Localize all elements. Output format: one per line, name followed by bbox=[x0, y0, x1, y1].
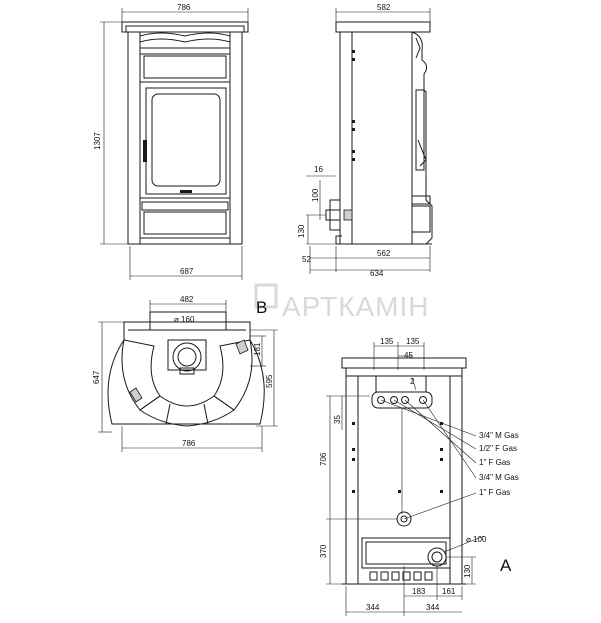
front-dim-bottom-width: 687 bbox=[180, 267, 194, 276]
side-dim-100: 100 bbox=[311, 188, 320, 202]
rear-view-label: A bbox=[500, 556, 512, 575]
side-dim-top-width: 582 bbox=[377, 3, 391, 12]
side-dim-16: 16 bbox=[314, 165, 323, 174]
watermark-text: АРТКАМІН bbox=[282, 291, 430, 322]
top-dim-pipe: ⌀ 160 bbox=[174, 315, 195, 324]
front-dim-height: 1307 bbox=[93, 132, 102, 150]
rear-dim-2: 2 bbox=[410, 377, 415, 386]
rear-dim-344-left: 344 bbox=[366, 603, 380, 612]
top-dim-786: 786 bbox=[182, 439, 196, 448]
rear-dim-135-right: 135 bbox=[406, 337, 420, 346]
rear-connection-5: 1" F Gas bbox=[479, 488, 510, 497]
top-view: B 482 ⌀ 160 181 595 bbox=[92, 295, 278, 452]
rear-dim-45: 45 bbox=[404, 351, 413, 360]
top-dim-647: 647 bbox=[92, 370, 101, 384]
rear-dim-pipe: ⌀ 100 bbox=[466, 535, 487, 544]
rear-view: A 135 135 45 2 bbox=[319, 337, 519, 616]
side-dim-130: 130 bbox=[297, 224, 306, 238]
rear-connection-2: 1/2" F Gas bbox=[479, 444, 517, 453]
top-dim-595: 595 bbox=[265, 374, 274, 388]
rear-connection-3: 1" F Gas bbox=[479, 458, 510, 467]
watermark: АРТКАМІН bbox=[254, 283, 430, 322]
front-view: 786 1307 687 bbox=[93, 3, 249, 280]
front-dim-top-width: 786 bbox=[177, 3, 191, 12]
side-dim-634: 634 bbox=[370, 269, 384, 278]
rear-dim-344-right: 344 bbox=[426, 603, 440, 612]
rear-connection-1: 3/4" M Gas bbox=[479, 431, 519, 440]
rear-dim-161: 161 bbox=[442, 587, 456, 596]
top-dim-181: 181 bbox=[253, 342, 262, 356]
rear-connection-4: 3/4" M Gas bbox=[479, 473, 519, 482]
rear-dim-35: 35 bbox=[333, 415, 342, 424]
rear-dim-706: 706 bbox=[319, 452, 328, 466]
rear-dim-135-left: 135 bbox=[380, 337, 394, 346]
side-dim-52: 52 bbox=[302, 255, 311, 264]
rear-dim-370: 370 bbox=[319, 544, 328, 558]
rear-dim-130: 130 bbox=[463, 564, 472, 578]
rear-dim-183: 183 bbox=[412, 587, 426, 596]
side-dim-562: 562 bbox=[377, 249, 391, 258]
top-dim-482: 482 bbox=[180, 295, 194, 304]
side-view: 582 16 100 130 bbox=[297, 3, 433, 278]
top-view-label: B bbox=[256, 298, 267, 317]
